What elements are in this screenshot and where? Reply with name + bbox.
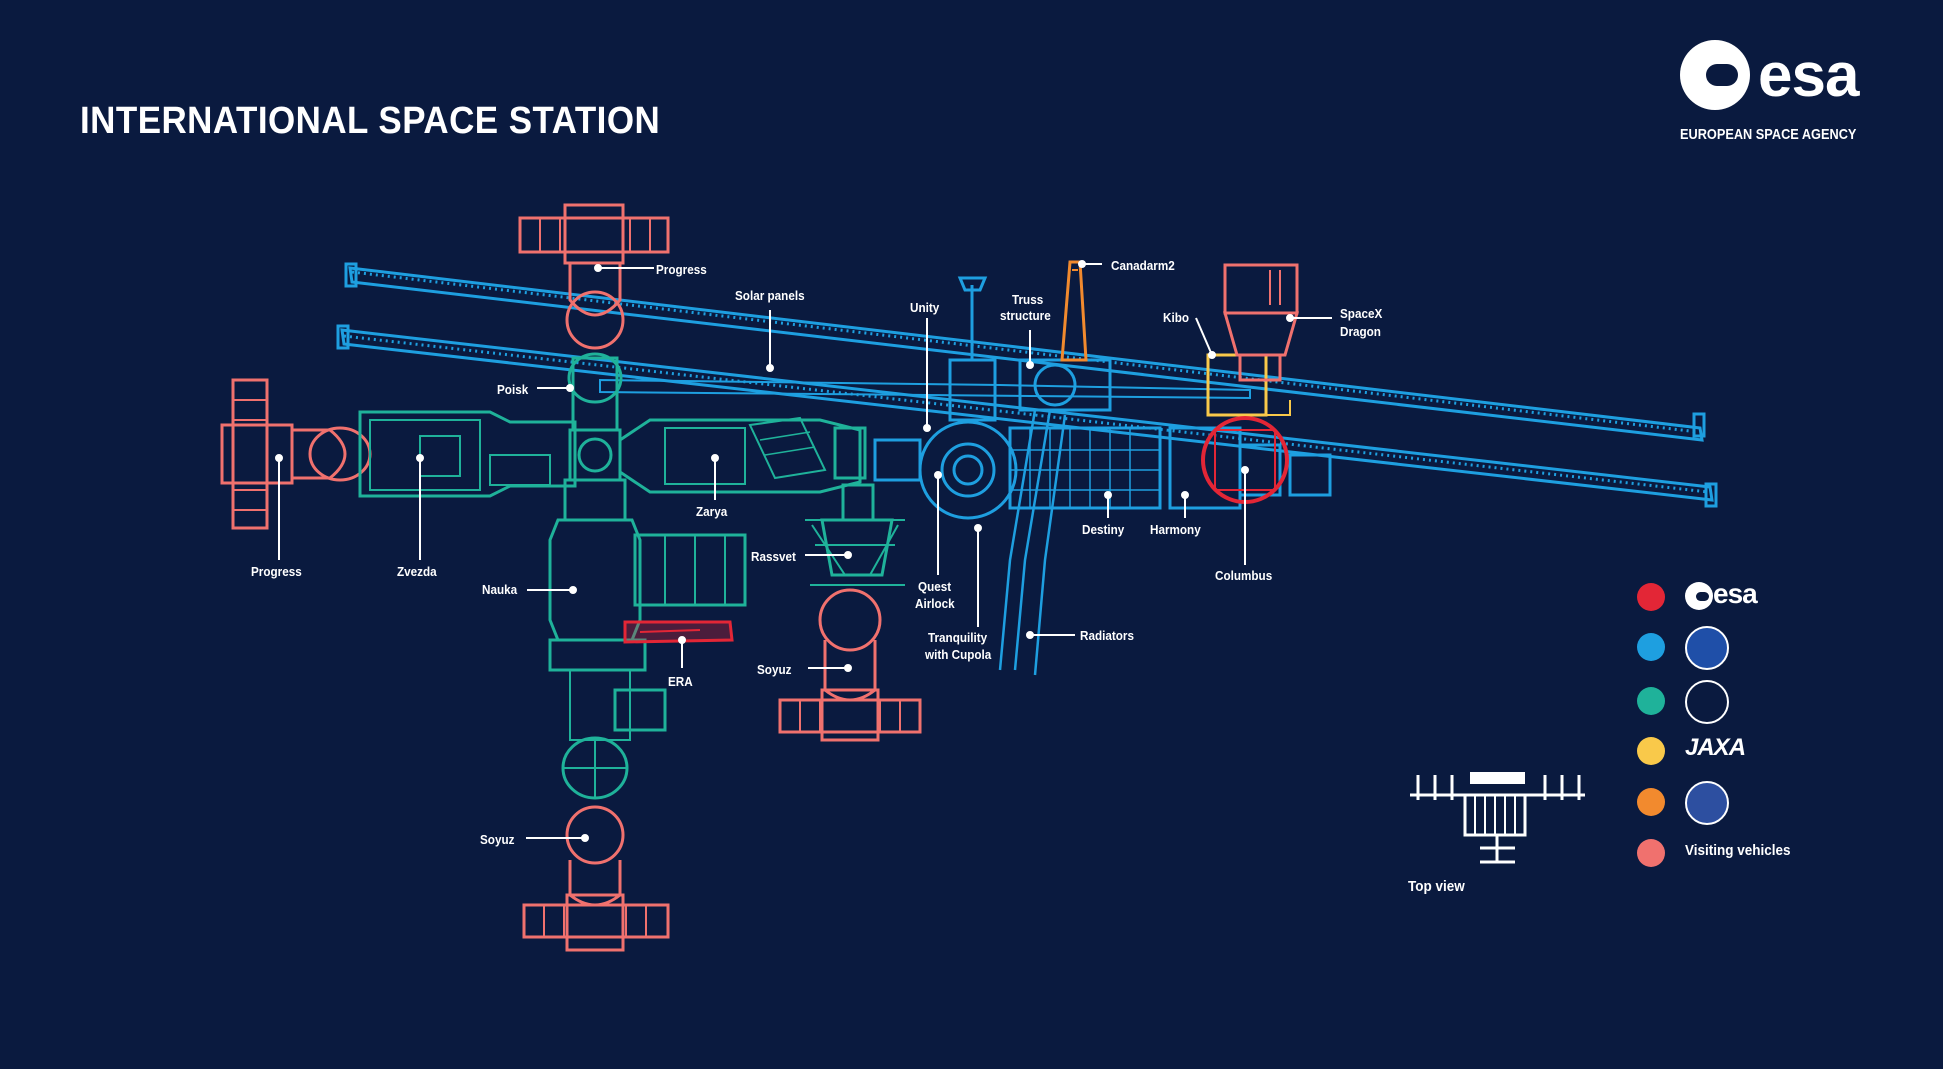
label-era: ERA [668,674,693,689]
soyuz-bottom-vehicle [522,805,670,952]
legend-dot-roscosmos [1637,687,1665,715]
label-progress-top: Progress [656,262,707,277]
label-soyuz-mid: Soyuz [757,662,792,677]
us-segment [873,276,1332,676]
russian-segment [358,352,905,800]
page-title: INTERNATIONAL SPACE STATION [80,100,661,142]
csa-emblem-icon [1685,781,1729,825]
top-view-icon [1410,772,1585,864]
label-spacex-line2: Dragon [1340,324,1381,339]
legend-dot-nasa [1637,633,1665,661]
label-canadarm2: Canadarm2 [1111,258,1175,273]
label-kibo: Kibo [1163,310,1190,325]
spacex-dragon-vehicle [1223,263,1299,382]
legend-dot-csa [1637,788,1665,816]
label-unity: Unity [910,300,940,315]
esa-logo-subtitle: EUROPEAN SPACE AGENCY [1680,126,1857,143]
legend-esa-word: esa [1713,578,1758,609]
label-nauka: Nauka [482,582,518,597]
jaxa-wordmark: JAXA [1685,734,1746,761]
label-quest-line2: Airlock [915,596,955,611]
roscosmos-emblem-icon [1685,680,1729,724]
legend-visiting-label: Visiting vehicles [1685,842,1791,859]
top-view-label: Top view [1408,878,1465,895]
label-harmony: Harmony [1150,522,1201,537]
label-zvezda: Zvezda [397,564,437,579]
nasa-meatball-icon [1685,626,1729,670]
label-tranquility-line1: Tranquility [928,630,988,645]
label-progress-left: Progress [251,564,302,579]
label-rassvet: Rassvet [751,549,796,564]
label-radiators: Radiators [1080,628,1134,643]
progress-top-vehicle [518,203,670,350]
label-columbus: Columbus [1215,568,1273,583]
label-spacex-line1: SpaceX [1340,306,1383,321]
callout-lines [275,260,1332,842]
legend-dot-esa [1637,583,1665,611]
esa-logo-word: esa [1758,41,1859,110]
label-truss-line2: structure [1000,308,1051,323]
label-destiny: Destiny [1082,522,1125,537]
legend-dot-visiting [1637,839,1665,867]
label-soyuz-bottom: Soyuz [480,832,515,847]
label-quest-line1: Quest [918,579,952,594]
soyuz-mid-vehicle [778,588,922,742]
label-poisk: Poisk [497,382,529,397]
era-arm [623,620,734,644]
label-truss-line1: Truss [1012,292,1044,307]
progress-left-vehicle [220,378,372,530]
label-solar-panels: Solar panels [735,288,805,303]
solar-panels [336,262,1718,508]
esa-mini-mark [1685,582,1713,610]
label-tranquility-line2: with Cupola [925,647,992,662]
label-zarya: Zarya [696,504,728,519]
canadarm2 [1060,260,1088,362]
esa-logo-mark [1680,40,1750,110]
legend-dot-jaxa [1637,737,1665,765]
